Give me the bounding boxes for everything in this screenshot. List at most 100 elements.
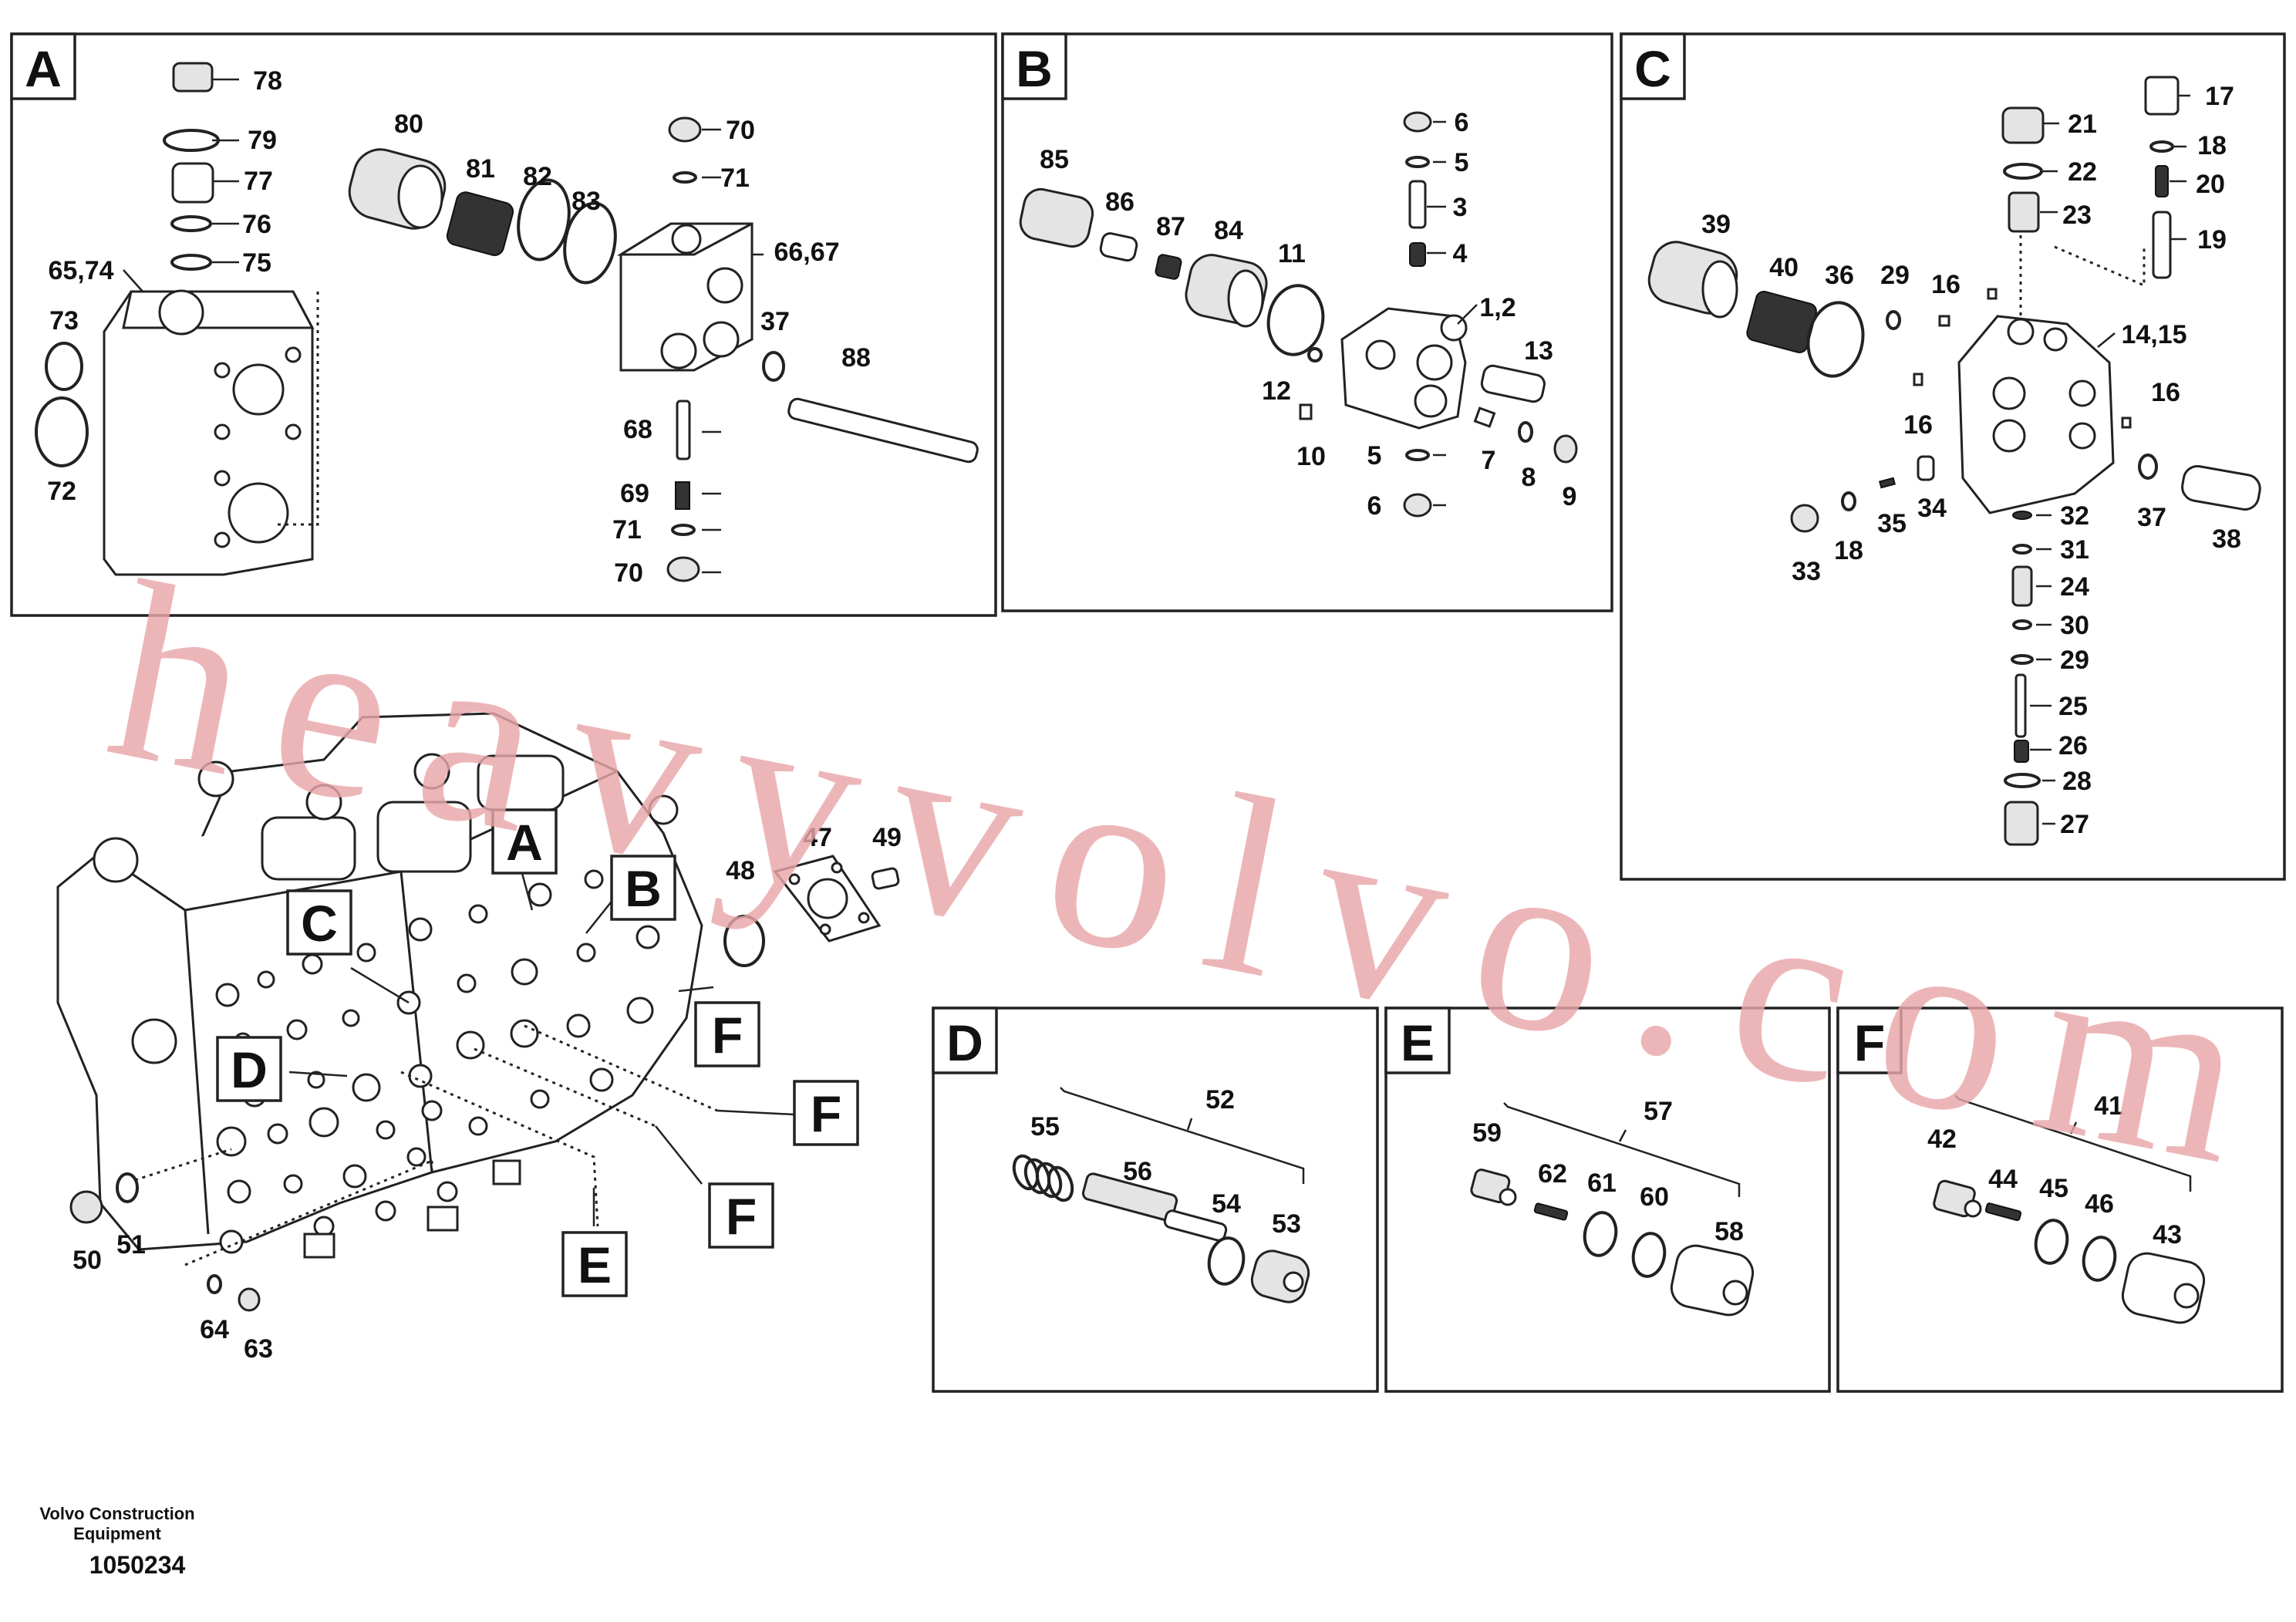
panel-e-tag: E — [1401, 1014, 1435, 1071]
fitting-part-42 — [1933, 1179, 1982, 1218]
oring-part-30 — [2012, 619, 2032, 630]
ref-tag-box-e — [561, 1231, 628, 1297]
panel-e-group-bracket — [1503, 1102, 1741, 1197]
callout-49: 49 — [872, 823, 902, 852]
spool-part-68 — [676, 400, 691, 460]
callout-21: 21 — [2068, 110, 2097, 139]
plug-part-21 — [2001, 106, 2045, 144]
callout-39: 39 — [1701, 210, 1731, 239]
callout-11-b: 11 — [1278, 239, 1306, 268]
oring-part-71-top — [673, 171, 697, 184]
panel-c-leader-lines — [2030, 94, 2190, 825]
callout-4: 4 — [1453, 239, 1468, 268]
oring-part-83 — [563, 201, 617, 285]
callout-53: 53 — [1272, 1209, 1301, 1239]
panel-c-tag-box — [1620, 32, 1686, 100]
callout-6-top: 6 — [1455, 108, 1469, 137]
plug-part-70-bottom — [666, 556, 700, 582]
bolt-part-88 — [787, 397, 979, 464]
panel-a-tag: A — [25, 40, 62, 97]
callout-71-bottom: 71 — [612, 515, 642, 545]
callout-42: 42 — [1927, 1125, 1957, 1154]
panel-d: D 52 55 56 54 53 — [932, 1007, 1379, 1393]
callout-25: 25 — [2058, 692, 2088, 721]
oring-part-82 — [517, 178, 571, 261]
panel-a-tag-box — [10, 32, 76, 100]
callout-66-67: 66,67 — [774, 238, 839, 267]
callout-65-74: 65,74 — [48, 256, 113, 285]
plug-part-17 — [2144, 76, 2180, 116]
ref-tag-a: A — [506, 814, 543, 871]
plug-part-6-bottom — [1403, 493, 1432, 518]
callout-13: 13 — [1524, 336, 1553, 366]
panel-e-tag-box — [1384, 1007, 1451, 1074]
oring-part-75 — [170, 254, 212, 271]
callout-76: 76 — [242, 210, 271, 239]
callout-37-a: 37 — [760, 307, 790, 336]
spring-part-87 — [1155, 254, 1182, 280]
valve-section-lines — [184, 871, 433, 1235]
callout-88: 88 — [841, 343, 871, 373]
panel-f: F 41 42 44 45 46 43 — [1836, 1007, 2284, 1393]
ref-tag-box-f2 — [793, 1080, 859, 1146]
callout-50: 50 — [72, 1246, 102, 1275]
callout-45: 45 — [2039, 1174, 2068, 1203]
callout-10: 10 — [1296, 442, 1326, 471]
callout-12: 12 — [1262, 376, 1291, 406]
callout-79: 79 — [248, 126, 277, 155]
callout-63: 63 — [244, 1334, 273, 1364]
valve-body-part-1-2 — [1340, 307, 1468, 430]
callout-52: 52 — [1205, 1085, 1235, 1114]
spool-part-56 — [1081, 1172, 1228, 1242]
spring-part-55 — [1012, 1154, 1074, 1202]
part-44 — [1984, 1202, 2022, 1222]
callout-38: 38 — [2212, 524, 2241, 554]
callout-29-top: 29 — [1880, 261, 1910, 290]
callout-48: 48 — [726, 856, 755, 885]
cover-plate-part-47 — [773, 855, 882, 943]
callout-73: 73 — [49, 306, 79, 336]
panel-f-tag: F — [1854, 1014, 1885, 1071]
callout-19: 19 — [2197, 225, 2227, 255]
callout-20: 20 — [2196, 170, 2225, 199]
spring-part-4 — [1409, 242, 1426, 267]
callout-22: 22 — [2068, 157, 2097, 187]
fitting-part-59 — [1470, 1168, 1517, 1206]
bolt-part-38 — [2181, 465, 2261, 511]
plug-part-78 — [172, 62, 214, 93]
oring-part-11 — [1266, 284, 1325, 356]
callout-46: 46 — [2085, 1189, 2114, 1219]
panel-a-leader-lines — [123, 78, 764, 574]
oring-part-64 — [207, 1274, 222, 1294]
ref-tag-f3: F — [726, 1188, 757, 1245]
oring-part-45 — [2034, 1219, 2069, 1265]
callout-16-c: 16 — [1903, 410, 1933, 440]
panel-c-tag: C — [1634, 40, 1671, 97]
callout-6-bottom: 6 — [1367, 491, 1382, 521]
panel-f-frame — [1836, 1007, 2284, 1393]
plug-part-63 — [238, 1287, 261, 1312]
callout-86: 86 — [1105, 187, 1135, 217]
part-16-a — [1938, 315, 1950, 327]
ref-tag-box-f1 — [694, 1001, 760, 1067]
callout-5-bottom: 5 — [1367, 441, 1382, 470]
panel-b-leader-lines — [1427, 120, 1478, 507]
plug-part-53 — [1250, 1249, 1310, 1303]
valve-body-part-14-15 — [1957, 315, 2115, 514]
callout-3: 3 — [1453, 193, 1468, 222]
ref-tag-box-b — [610, 855, 676, 921]
callout-80: 80 — [394, 110, 423, 139]
callout-7: 7 — [1482, 446, 1496, 475]
washer-part-37-c — [2138, 454, 2158, 480]
spring-part-20 — [2155, 165, 2169, 197]
panel-b-frame — [1001, 32, 1613, 612]
callout-41: 41 — [2094, 1091, 2123, 1121]
plug-part-6-top — [1403, 111, 1432, 133]
callout-24: 24 — [2060, 572, 2089, 602]
panel-b-tag-box — [1001, 32, 1067, 100]
callout-82: 82 — [523, 162, 552, 191]
spring-part-81 — [446, 191, 514, 256]
callout-64: 64 — [200, 1315, 229, 1344]
leader-dots-63-64 — [184, 1159, 433, 1266]
bolt-part-49 — [871, 867, 900, 890]
